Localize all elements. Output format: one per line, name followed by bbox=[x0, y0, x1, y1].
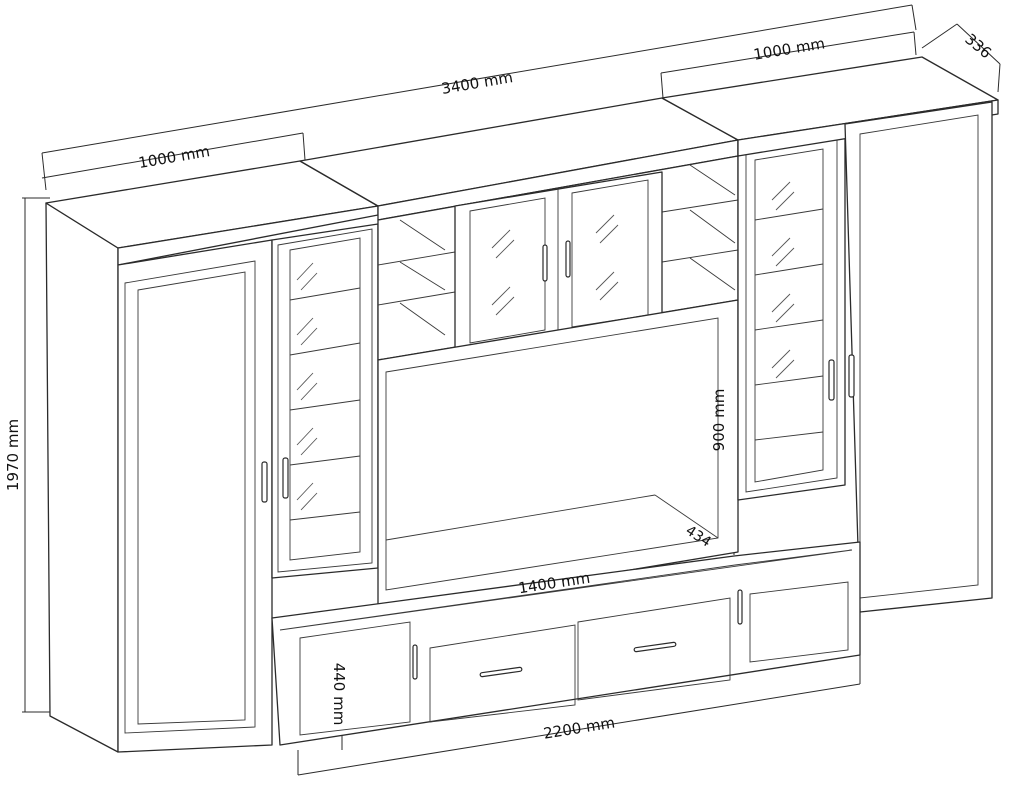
height-label: 1970 mm bbox=[4, 419, 22, 491]
tv-console bbox=[271, 541, 861, 746]
center-upper-section bbox=[299, 97, 739, 361]
right-wardrobe bbox=[661, 56, 999, 613]
left-glass-cabinet bbox=[271, 223, 379, 579]
base-width-label: 2200 mm bbox=[542, 713, 616, 742]
right-glass-cabinet bbox=[737, 123, 846, 501]
tv-opening-height-label: 900 mm bbox=[710, 389, 728, 452]
top-left-width-label: 1000 mm bbox=[137, 142, 211, 172]
tv-opening bbox=[377, 299, 739, 613]
total-width-label: 3400 mm bbox=[440, 68, 514, 98]
base-height-label: 440 mm bbox=[330, 663, 348, 726]
depth-top-label: 336 bbox=[961, 30, 995, 62]
left-wardrobe bbox=[45, 160, 379, 753]
top-right-width-label: 1000 mm bbox=[752, 34, 826, 63]
